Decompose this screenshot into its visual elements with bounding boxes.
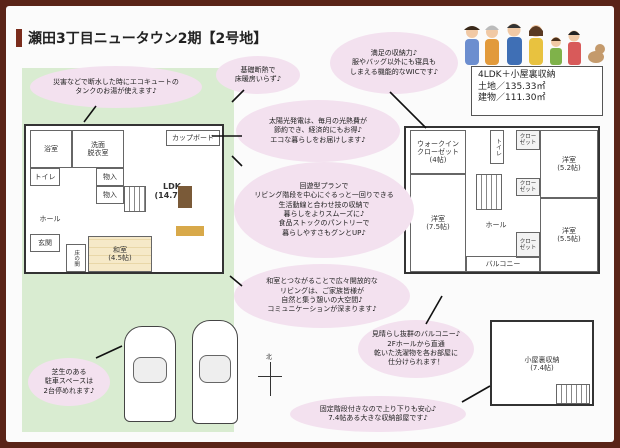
dog <box>588 44 605 63</box>
property-info: 4LDK＋小屋裏収納 土地／135.33㎡ 建物／111.30㎡ <box>471 66 603 116</box>
cupboard-label: カップボード <box>172 133 214 142</box>
storage-1: 物入 <box>96 168 124 186</box>
first-floor-plan: 浴室 洗面 脱衣室 トイレ 物入 物入 カップボード LDK (14.7帖) ホ… <box>24 124 224 274</box>
bubble-solar-text: 太陽光発電は、毎月の光熱費が 節約でき、経済的にもお得♪ エコな暮らしをお届けし… <box>269 116 367 144</box>
person-1 <box>464 26 480 65</box>
bubble-japanese-text: 和室とつながることで広々開放的な リビングは、ご家族皆様が 自然と集う憩いの大空… <box>266 277 378 314</box>
ldk-label: LDK (14.7帖) <box>154 181 190 200</box>
compass-label: 北 <box>266 354 273 361</box>
hall-1f-label: ホール <box>39 214 61 223</box>
person-2 <box>485 25 499 65</box>
compass-north-line <box>270 362 271 396</box>
arrow-attic <box>461 385 491 403</box>
land-area: 土地／135.33㎡ <box>478 81 546 92</box>
entrance: 玄関 <box>30 234 60 252</box>
alcove: 床の間 <box>66 244 86 272</box>
balcony: バルコニー <box>466 256 540 272</box>
bubble-attic-text: 固定階段付きなので上り下りも安心♪ 7.4帖ある大きな収納部屋です♪ <box>319 404 437 422</box>
attic-plan: 小屋裏収納 (7.4帖) <box>490 320 594 406</box>
attic-storage: 小屋裏収納 (7.4帖) <box>496 326 588 402</box>
closet-c: クロー ゼット <box>516 232 540 258</box>
page-title: 瀬田3丁目ニュータウン2期【2号地】 <box>16 28 267 48</box>
wic-room: ウォークイン クローゼット (4帖) <box>410 130 466 174</box>
building-area: 建物／111.30㎡ <box>478 93 546 104</box>
storage-2-label: 物入 <box>103 190 117 199</box>
room-5-5: 洋室 (5.5帖) <box>540 198 598 272</box>
bubble-parking-text: 芝生のある 駐車スペースは 2台停めれます♪ <box>43 367 95 395</box>
hall-1f: ホール <box>30 210 70 228</box>
toilet-1f: トイレ <box>30 168 60 186</box>
cupboard: カップボード <box>166 130 220 146</box>
room-5-5-label: 洋室 (5.5帖) <box>557 226 581 243</box>
toilet-2f-label: トイレ <box>494 138 502 156</box>
closet-a: クロー ゼット <box>516 130 540 150</box>
japanese-room: 和室 (4.5帖) <box>88 236 152 272</box>
toilet-1f-label: トイレ <box>34 172 56 181</box>
sofa <box>176 226 204 236</box>
person-5 <box>550 37 562 65</box>
closet-c-label: クロー ゼット <box>519 238 537 251</box>
bubble-flow: 回遊型プランで リビング階段を中心にぐるっと一回りできる 生活動線と合わせ技の収… <box>234 162 414 258</box>
bubble-balcony-text: 見晴らし抜群のバルコニー♪ 2Fホールから直通 乾いた洗濯物を各お部屋に 仕分け… <box>371 330 461 367</box>
bubble-floor-heating: 基礎断熱で 床暖房いらず♪ <box>216 56 300 94</box>
title-text: 瀬田3丁目ニュータウン2期【2号地】 <box>28 31 268 47</box>
family-illustration <box>464 23 605 65</box>
stairs-1f <box>124 186 146 212</box>
bubble-disaster: 災害などで断水した時にエコキュートの タンクのお湯が使えます♪ <box>30 66 202 108</box>
dining-table <box>178 186 192 208</box>
person-4 <box>529 25 543 65</box>
room-5-2-label: 洋室 (5.2帖) <box>557 155 581 172</box>
person-6 <box>568 30 581 65</box>
bubble-wic-text: 満足の収納力♪ 服やバッグ以外にも寝具も しまえる機能的なWICです♪ <box>349 48 439 76</box>
room-5-2: 洋室 (5.2帖) <box>540 130 598 198</box>
bubble-parking: 芝生のある 駐車スペースは 2台停めれます♪ <box>28 358 110 406</box>
japanese-room-label: 和室 (4.5帖) <box>108 245 132 262</box>
bubble-disaster-text: 災害などで断水した時にエコキュートの タンクのお湯が使えます♪ <box>53 77 179 95</box>
car-right-window <box>199 355 231 383</box>
storage-1-label: 物入 <box>103 172 117 181</box>
toilet-2f: トイレ <box>490 130 504 164</box>
attic-label: 小屋裏収納 (7.4帖) <box>524 355 560 372</box>
layout-type: 4LDK＋小屋裏収納 <box>478 70 556 80</box>
ldk-room: LDK (14.7帖) <box>124 146 220 236</box>
wic-label: ウォークイン クローゼット (4帖) <box>417 139 459 165</box>
title-mark <box>16 29 22 47</box>
bath-room: 浴室 <box>30 130 72 168</box>
washroom-label: 洗面 脱衣室 <box>87 140 109 157</box>
storage-2: 物入 <box>96 186 124 204</box>
room-7-5-label: 洋室 (7.5帖) <box>426 214 450 231</box>
car-right <box>192 320 238 424</box>
washroom: 洗面 脱衣室 <box>72 130 124 168</box>
car-left <box>124 326 176 422</box>
flyer-sheet: 瀬田3丁目ニュータウン2期【2号地】 4LDK＋小屋裏収納 土地／135.33㎡… <box>6 6 614 442</box>
alcove-label: 床の間 <box>73 249 80 267</box>
car-left-window <box>133 357 167 383</box>
closet-a-label: クロー ゼット <box>519 133 537 146</box>
closet-b-label: クロー ゼット <box>519 180 537 193</box>
stairs-2f <box>476 174 502 210</box>
bubble-wic: 満足の収納力♪ 服やバッグ以外にも寝具も しまえる機能的なWICです♪ <box>330 32 458 94</box>
balcony-label: バルコニー <box>485 259 521 268</box>
hall-2f-label: ホール <box>485 220 507 229</box>
entrance-label: 玄関 <box>38 238 52 247</box>
bubble-flow-text: 回遊型プランで リビング階段を中心にぐるっと一回りできる 生活動線と合わせ技の収… <box>254 181 394 237</box>
attic-stairs <box>556 384 590 404</box>
bath-label: 浴室 <box>44 144 58 153</box>
bubble-solar: 太陽光発電は、毎月の光熱費が 節約でき、経済的にもお得♪ エコな暮らしをお届けし… <box>236 100 400 162</box>
closet-b: クロー ゼット <box>516 178 540 196</box>
bubble-floor-heating-text: 基礎断熱で 床暖房いらず♪ <box>234 65 282 83</box>
bubble-attic: 固定階段付きなので上り下りも安心♪ 7.4帖ある大きな収納部屋です♪ <box>290 396 466 432</box>
hall-2f: ホール <box>476 212 516 238</box>
bubble-japanese: 和室とつながることで広々開放的な リビングは、ご家族皆様が 自然と集う憩いの大空… <box>234 264 410 328</box>
bubble-balcony: 見晴らし抜群のバルコニー♪ 2Fホールから直通 乾いた洗濯物を各お部屋に 仕分け… <box>358 320 474 378</box>
room-7-5: 洋室 (7.5帖) <box>410 174 466 272</box>
compass-cross-line <box>258 376 282 377</box>
person-3 <box>507 23 522 65</box>
second-floor-plan: ウォークイン クローゼット (4帖) トイレ クロー ゼット 洋室 (5.2帖)… <box>404 126 600 274</box>
